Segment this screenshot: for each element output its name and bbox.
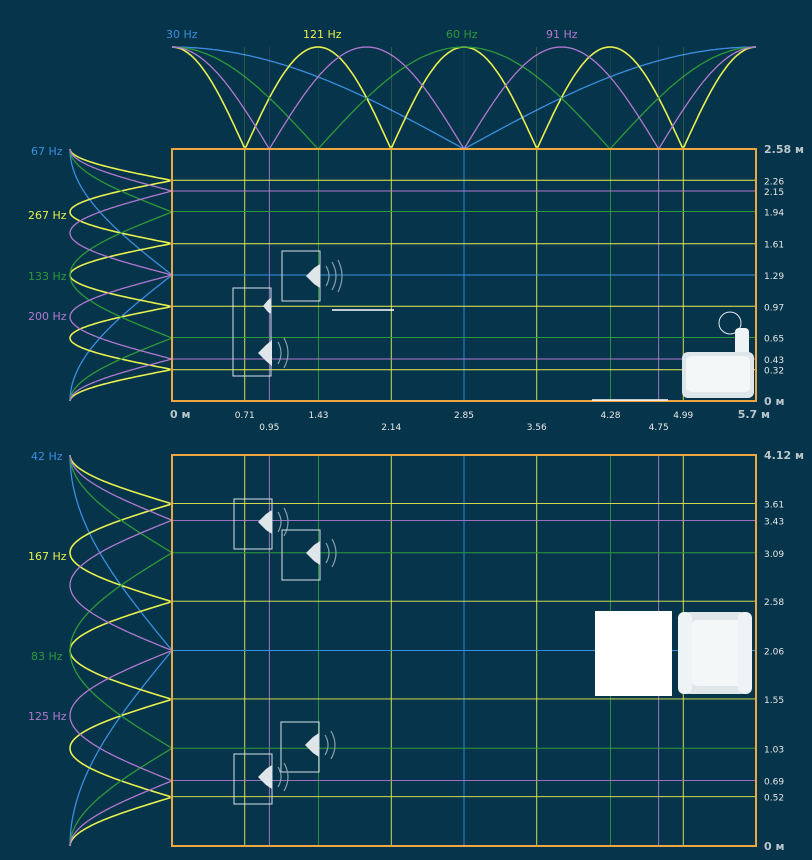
side-y-tick: 1.61 [764, 241, 784, 251]
top-view-axis-labels: 4.12 м 3.61 3.43 3.09 2.58 2.06 1.55 1.03 0.69 0.… [764, 449, 804, 853]
top-y-tick: 3.61 [764, 500, 784, 510]
side-y-tick: 2.58 м [764, 143, 804, 156]
top-y-tick: 3.43 [764, 517, 784, 527]
side-x-tick: 4.99 [673, 411, 693, 421]
width-mode-label-3: 125 Hz [28, 710, 67, 723]
width-mode-labels: 42 Hz 167 Hz 83 Hz 125 Hz [28, 450, 67, 723]
height-mode-label-2: 133 Hz [28, 270, 67, 283]
top-y-tick: 3.09 [764, 550, 784, 560]
side-x-tick: 1.43 [308, 411, 328, 421]
width-mode-curve-2 [69, 455, 174, 846]
side-y-tick: 1.29 [764, 272, 784, 282]
top-y-tick: 2.58 [764, 598, 784, 608]
height-mode-curve-3 [69, 148, 173, 402]
side-y-tick: 2.26 [764, 177, 784, 187]
length-mode-labels: 30 Hz 121 Hz 60 Hz 91 Hz [166, 28, 578, 41]
length-mode-curve-2 [172, 46, 756, 150]
height-mode-label-4: 267 Hz [28, 209, 67, 222]
side-y-tick: 1.94 [764, 209, 784, 219]
width-mode-curve-3 [69, 454, 174, 847]
top-view-objects [233, 498, 752, 805]
top-y-tick: 1.03 [764, 745, 784, 755]
side-x-tick: 0 м [170, 408, 190, 421]
speaker-side-lower [232, 287, 289, 377]
height-mode-curve-2 [69, 149, 174, 401]
top-y-tick: 1.55 [764, 696, 784, 706]
height-mode-labels: 67 Hz 267 Hz 133 Hz 200 Hz [28, 145, 67, 323]
speaker-top-2 [281, 529, 337, 581]
side-view-room [171, 148, 757, 402]
side-y-tick: 0.43 [764, 356, 784, 366]
armchair-side [682, 311, 754, 398]
side-x-tick: 5.7 м [738, 408, 770, 421]
side-x-tick: 0.71 [235, 411, 255, 421]
side-x-tick: 2.85 [454, 411, 474, 421]
top-view-room [171, 454, 757, 847]
top-y-tick: 4.12 м [764, 449, 804, 462]
speaker-top-4 [233, 753, 289, 805]
side-x-tick-secondary: 3.56 [527, 423, 547, 433]
side-view-grid [172, 47, 756, 401]
top-y-tick: 0.52 [764, 794, 784, 804]
top-view-white-block [595, 611, 672, 696]
height-mode-curves [69, 148, 174, 402]
top-y-tick: 0.69 [764, 778, 784, 788]
side-y-tick: 0.32 [764, 367, 784, 377]
side-y-tick: 0.97 [764, 303, 784, 313]
width-mode-label-4: 167 Hz [28, 550, 67, 563]
side-y-tick: 0 м [764, 395, 784, 408]
speaker-top-1 [233, 498, 289, 550]
height-mode-label-1: 67 Hz [31, 145, 63, 158]
length-mode-label-2: 60 Hz [446, 28, 478, 41]
side-view-objects [232, 250, 754, 401]
length-mode-label-3: 91 Hz [546, 28, 578, 41]
width-mode-label-2: 83 Hz [31, 650, 63, 663]
side-y-tick: 2.15 [764, 188, 784, 198]
width-mode-curves [69, 454, 174, 847]
length-mode-label-4: 121 Hz [303, 28, 342, 41]
side-x-tick-secondary: 0.95 [259, 423, 279, 433]
speaker-side-upper [281, 250, 343, 302]
length-mode-label-1: 30 Hz [166, 28, 198, 41]
width-mode-label-1: 42 Hz [31, 450, 63, 463]
speaker-top-3 [280, 721, 336, 773]
side-y-tick: 0.65 [764, 335, 784, 345]
top-y-tick: 0 м [764, 840, 784, 853]
side-x-tick-secondary: 2.14 [381, 423, 401, 433]
side-view-axis-labels: 2.58 м2.262.151.941.611.290.970.650.430.… [170, 143, 804, 433]
height-mode-label-3: 200 Hz [28, 310, 67, 323]
side-x-tick-secondary: 4.75 [649, 423, 669, 433]
armchair-top [678, 612, 752, 694]
side-x-tick: 4.28 [600, 411, 620, 421]
top-y-tick: 2.06 [764, 648, 784, 658]
